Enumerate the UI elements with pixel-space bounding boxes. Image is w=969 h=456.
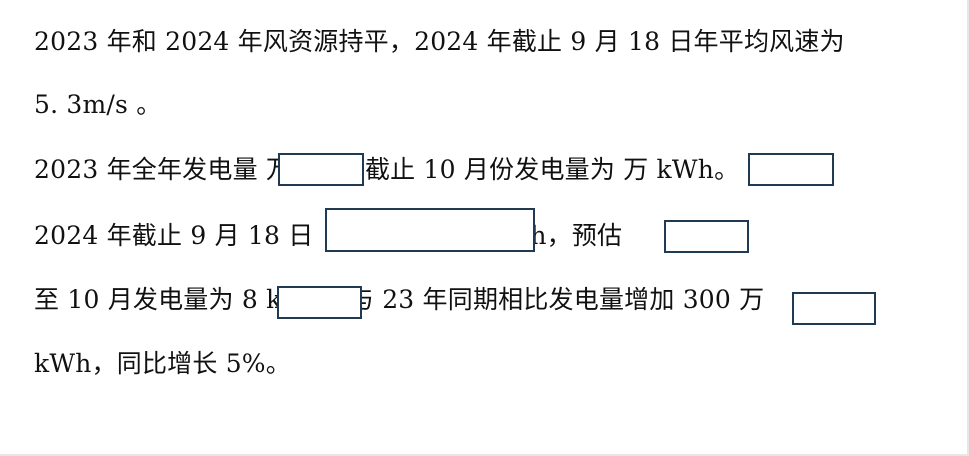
- text-line-2: 5. 3m/s 。: [34, 90, 162, 119]
- redaction-box-2023-annual-output: [278, 153, 364, 186]
- redaction-box-2023-oct-output: [748, 153, 834, 186]
- redaction-box-2024-sep-note: [325, 208, 535, 252]
- text-line-3: 2023 年全年发电量 万 kWh,截止 10 月份发电量为 万 kWh。: [34, 155, 740, 184]
- redaction-box-oct-forecast: [277, 286, 362, 319]
- text-line-1: 2023 年和 2024 年风资源持平，2024 年截止 9 月 18 日年平均…: [34, 27, 845, 56]
- text-line-6: kWh，同比增长 5%。: [34, 349, 291, 378]
- redaction-box-2024-output: [664, 220, 749, 253]
- redaction-box-increase: [792, 292, 876, 325]
- text-line-5: 至 10 月发电量为 8 kWh。与 23 年同期相比发电量增加 300 万: [34, 285, 765, 314]
